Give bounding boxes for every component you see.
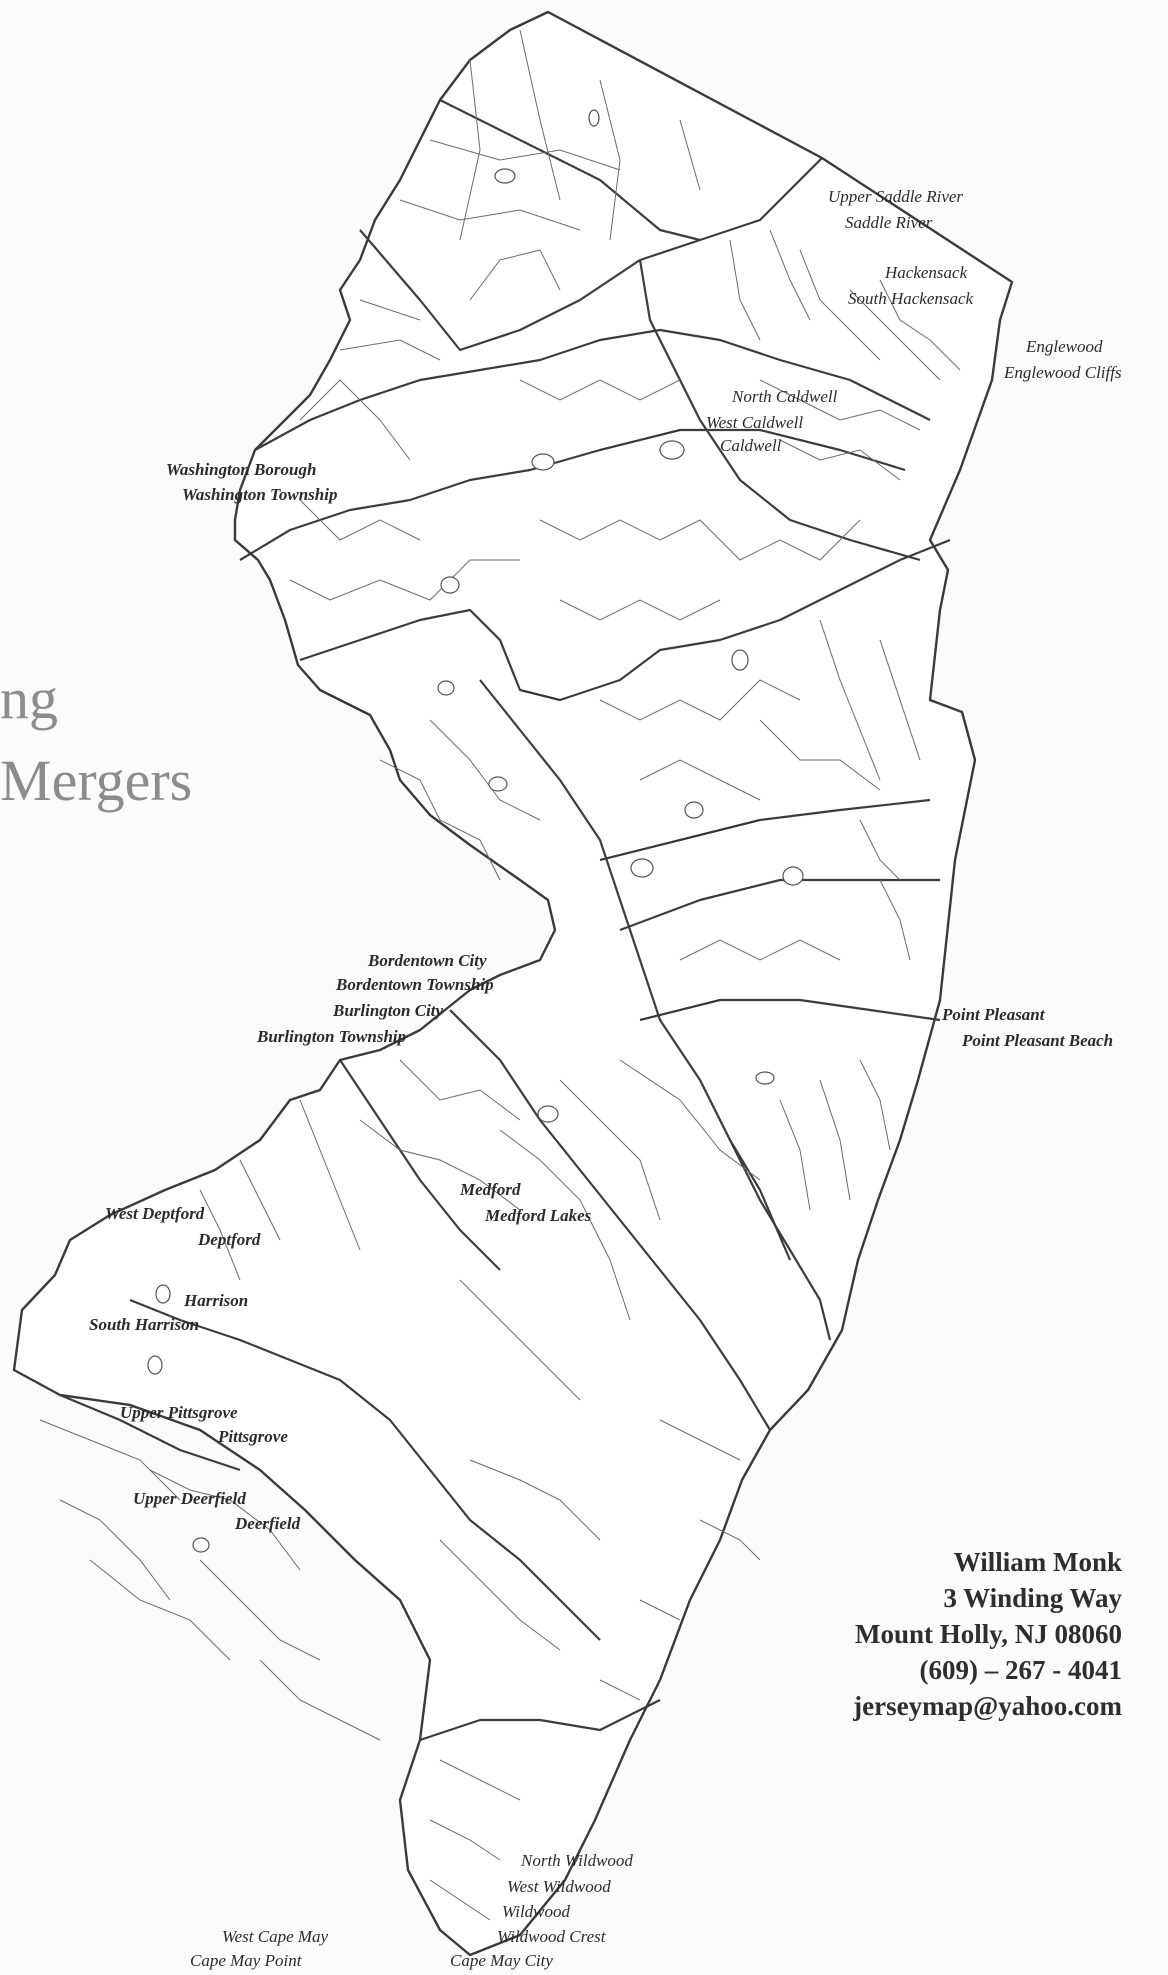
label-point-pleasant: Point Pleasant [942,1005,1045,1024]
label-west-caldwell: West Caldwell [706,413,804,432]
label-wildwood: Wildwood [502,1902,571,1921]
label-washington-borough: Washington Borough [166,460,317,479]
lakes [147,109,804,1553]
label-englewood-cliffs: Englewood Cliffs [1004,363,1122,382]
label-west-cape-may: West Cape May [222,1927,329,1946]
label-west-deptford: West Deptford [105,1204,205,1223]
label-harrison: Harrison [184,1291,249,1310]
label-south-hackensack: South Hackensack [848,289,974,308]
label-deerfield: Deerfield [235,1514,301,1533]
label-burlington-city: Burlington City [333,1001,444,1020]
title-fragment-1: ng [0,666,58,731]
label-caldwell: Caldwell [720,436,782,455]
label-cape-may-city: Cape May City [450,1951,553,1970]
label-upper-deerfield: Upper Deerfield [133,1489,246,1508]
label-point-pleasant-beach: Point Pleasant Beach [962,1031,1114,1050]
label-north-wildwood: North Wildwood [521,1851,633,1870]
label-bordentown-city: Bordentown City [368,951,487,970]
contact-email: jerseymap@yahoo.com [853,1691,1122,1721]
title-fragment-2: Mergers [0,748,193,813]
label-medford-lakes: Medford Lakes [485,1206,592,1225]
contact-phone: (609) – 267 - 4041 [919,1655,1122,1685]
label-south-harrison: South Harrison [89,1315,200,1334]
label-north-caldwell: North Caldwell [732,387,838,406]
contact-city: Mount Holly, NJ 08060 [854,1619,1122,1649]
county-boundaries [59,99,951,1742]
label-deptford: Deptford [198,1230,261,1249]
label-hackensack: Hackensack [885,263,968,282]
label-upper-saddle-river: Upper Saddle River [828,187,964,206]
label-burlington-township: Burlington Township [257,1027,407,1046]
contact-street: 3 Winding Way [943,1583,1122,1613]
label-wildwood-crest: Wildwood Crest [497,1927,606,1946]
contact-name: William Monk [953,1547,1122,1577]
label-washington-township: Washington Township [182,485,338,504]
label-englewood: Englewood [1026,337,1103,356]
contact-block: William Monk 3 Winding Way Mount Holly, … [853,1544,1122,1724]
label-saddle-river: Saddle River [845,213,933,232]
municipal-boundaries [39,29,961,1921]
label-west-wildwood: West Wildwood [507,1877,611,1896]
label-upper-pittsgrove: Upper Pittsgrove [120,1403,238,1422]
label-bordentown-township: Bordentown Township [336,975,494,994]
label-cape-may-point: Cape May Point [190,1951,302,1970]
label-medford: Medford [460,1180,521,1199]
label-pittsgrove: Pittsgrove [218,1427,288,1446]
